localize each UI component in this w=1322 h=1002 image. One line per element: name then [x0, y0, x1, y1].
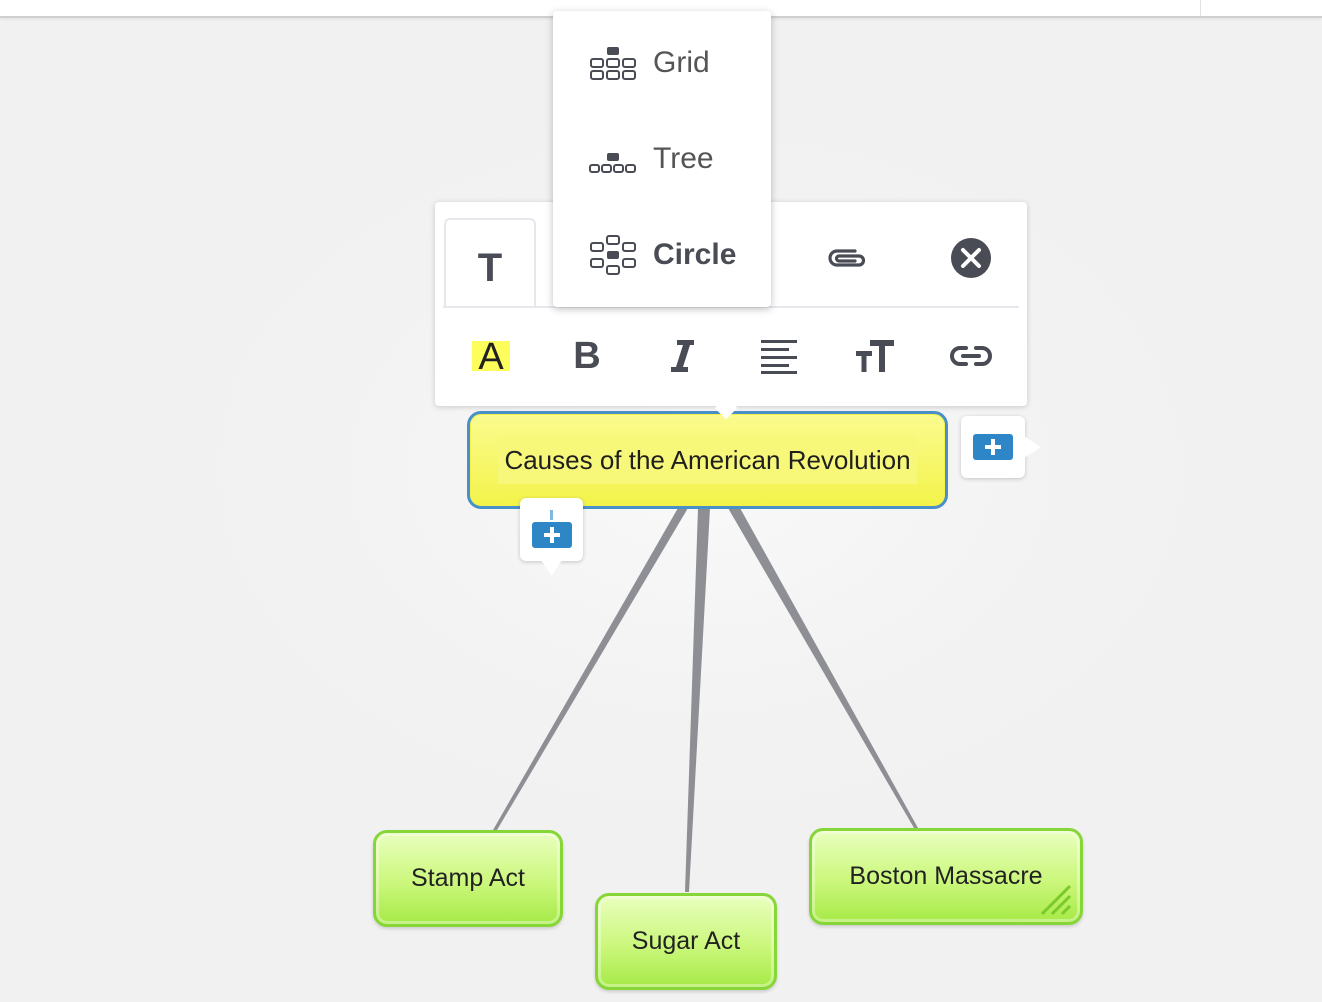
font-size-icon [856, 340, 894, 372]
layout-option-grid[interactable]: Grid [553, 15, 771, 111]
add-child-bubble-pointer [541, 510, 562, 576]
add-child-bubble [520, 498, 583, 576]
layout-dropdown: Grid Tree Circle [553, 11, 771, 307]
plus-icon [985, 439, 1001, 455]
add-sibling-bubble [961, 416, 1041, 478]
child-node-label[interactable]: Stamp Act [411, 864, 525, 892]
connector-stamp-act [493, 508, 688, 830]
layout-option-label: Tree [653, 142, 714, 175]
connector-boston-massacre [728, 508, 918, 828]
child-node-stamp-act[interactable]: Stamp Act [373, 830, 563, 927]
root-node-label[interactable]: Causes of the American Revolution [498, 436, 917, 484]
circle-layout-icon [590, 235, 636, 275]
format-row: A B [435, 318, 1027, 398]
layout-option-label: Circle [653, 238, 737, 271]
highlight-icon: A [472, 338, 510, 376]
text-tab[interactable]: T [444, 218, 536, 308]
link-icon [950, 346, 992, 366]
italic-icon [671, 340, 694, 372]
top-bar-divider [1200, 0, 1201, 16]
bold-button[interactable]: B [573, 334, 601, 377]
layout-option-circle[interactable]: Circle [553, 207, 771, 303]
plus-icon [544, 527, 560, 543]
font-size-button[interactable] [845, 326, 905, 386]
align-button[interactable] [749, 326, 809, 386]
child-node-sugar-act[interactable]: Sugar Act [595, 893, 777, 990]
grid-layout-icon [590, 47, 636, 80]
highlight-button[interactable]: A [461, 326, 521, 386]
add-sibling-bubble-pointer [1024, 436, 1041, 458]
toolbar-tab-row: T [435, 202, 1027, 308]
layout-option-label: Grid [653, 46, 710, 79]
attachment-button[interactable] [817, 234, 877, 282]
toolbar-divider [443, 306, 1019, 308]
tree-layout-icon [589, 153, 636, 173]
close-toolbar-button[interactable] [947, 234, 995, 282]
link-button[interactable] [941, 326, 1001, 386]
connector-sugar-act [685, 508, 710, 892]
paperclip-icon [828, 249, 866, 267]
child-node-label[interactable]: Sugar Act [631, 927, 741, 955]
layout-option-tree[interactable]: Tree [553, 111, 771, 207]
add-child-button[interactable] [532, 522, 572, 548]
align-left-icon [761, 340, 797, 374]
root-node[interactable]: Causes of the American Revolution [467, 411, 948, 509]
child-node-label[interactable]: Boston Massacre [849, 862, 1043, 890]
close-icon [951, 238, 991, 278]
italic-button[interactable] [653, 326, 713, 386]
add-sibling-button[interactable] [973, 434, 1013, 460]
child-node-boston-massacre[interactable]: Boston Massacre [809, 828, 1083, 925]
resize-handle-icon[interactable] [1038, 882, 1074, 918]
